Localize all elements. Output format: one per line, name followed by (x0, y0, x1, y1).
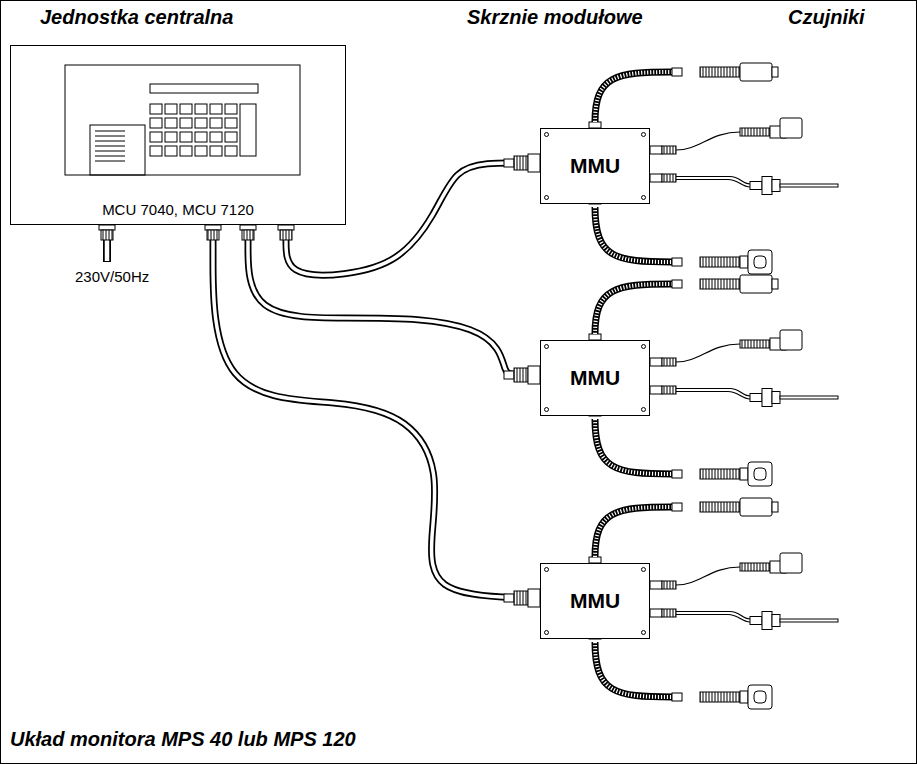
module-name: MMU (570, 589, 620, 613)
screw (641, 630, 646, 635)
control-panel (65, 65, 300, 175)
caption: Układ monitora MPS 40 lub MPS 120 (10, 728, 356, 751)
screw (544, 132, 549, 137)
power-label: 230V/50Hz (75, 268, 149, 285)
panel-connector (240, 225, 256, 240)
cable (213, 225, 540, 598)
column-heading: Jednostka centralna (40, 6, 233, 29)
column-heading: Czujniki (788, 6, 865, 29)
screw (641, 344, 646, 349)
unit-name: MCU 7040, MCU 7120 (102, 201, 254, 218)
module-box: MMU (540, 563, 650, 639)
module-box: MMU (540, 128, 650, 204)
module-name: MMU (570, 154, 620, 178)
screw (641, 567, 646, 572)
module-box: MMU (540, 340, 650, 416)
column-heading: Skrznie modułowe (467, 6, 643, 29)
screw (641, 407, 646, 412)
power-cable (107, 240, 108, 262)
central-unit: MCU 7040, MCU 7120 (10, 45, 346, 225)
panel-connector (205, 225, 221, 240)
panel-connector (99, 225, 115, 240)
screw (544, 567, 549, 572)
module-connector (504, 154, 540, 172)
module-connector (504, 366, 540, 384)
screw (544, 630, 549, 635)
screw (641, 195, 646, 200)
unit-plugs (99, 225, 294, 240)
module-connector (504, 589, 540, 607)
screw (544, 407, 549, 412)
module-name: MMU (570, 366, 620, 390)
cable (248, 225, 540, 375)
screw (641, 132, 646, 137)
cable (286, 163, 540, 275)
screw (544, 344, 549, 349)
screw (544, 195, 549, 200)
panel-connector (278, 225, 294, 240)
